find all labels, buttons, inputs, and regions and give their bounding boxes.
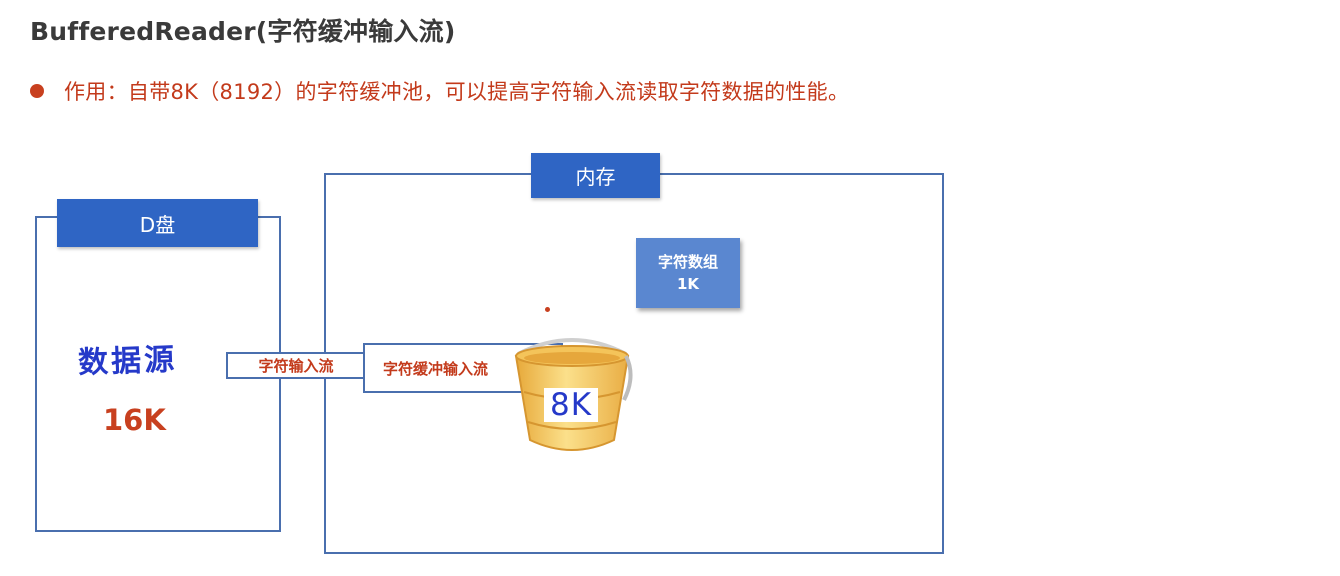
char-input-stream-pipe: 字符输入流 — [226, 352, 366, 379]
page-title: BufferedReader(字符缓冲输入流) — [30, 17, 456, 46]
red-dot-marker — [545, 307, 550, 312]
buffer-size-label: 8K — [544, 388, 599, 422]
disk-label: D盘 — [57, 199, 258, 247]
char-array-block: 字符数组 1K — [636, 238, 740, 308]
memory-label: 内存 — [531, 153, 660, 198]
bullet-dot-icon — [30, 84, 44, 98]
char-array-size: 1K — [676, 275, 700, 293]
data-size-label: 16K — [103, 403, 166, 437]
description-bullet: 作用：自带8K（8192）的字符缓冲池，可以提高字符输入流读取字符数据的性能。 — [30, 76, 849, 106]
bullet-text: 作用：自带8K（8192）的字符缓冲池，可以提高字符输入流读取字符数据的性能。 — [64, 80, 850, 104]
char-input-stream-label: 字符输入流 — [258, 357, 334, 375]
buffered-input-stream-label: 字符缓冲输入流 — [383, 359, 489, 378]
data-source-label: 数据源 — [77, 342, 178, 381]
char-array-label: 字符数组 — [657, 253, 718, 271]
